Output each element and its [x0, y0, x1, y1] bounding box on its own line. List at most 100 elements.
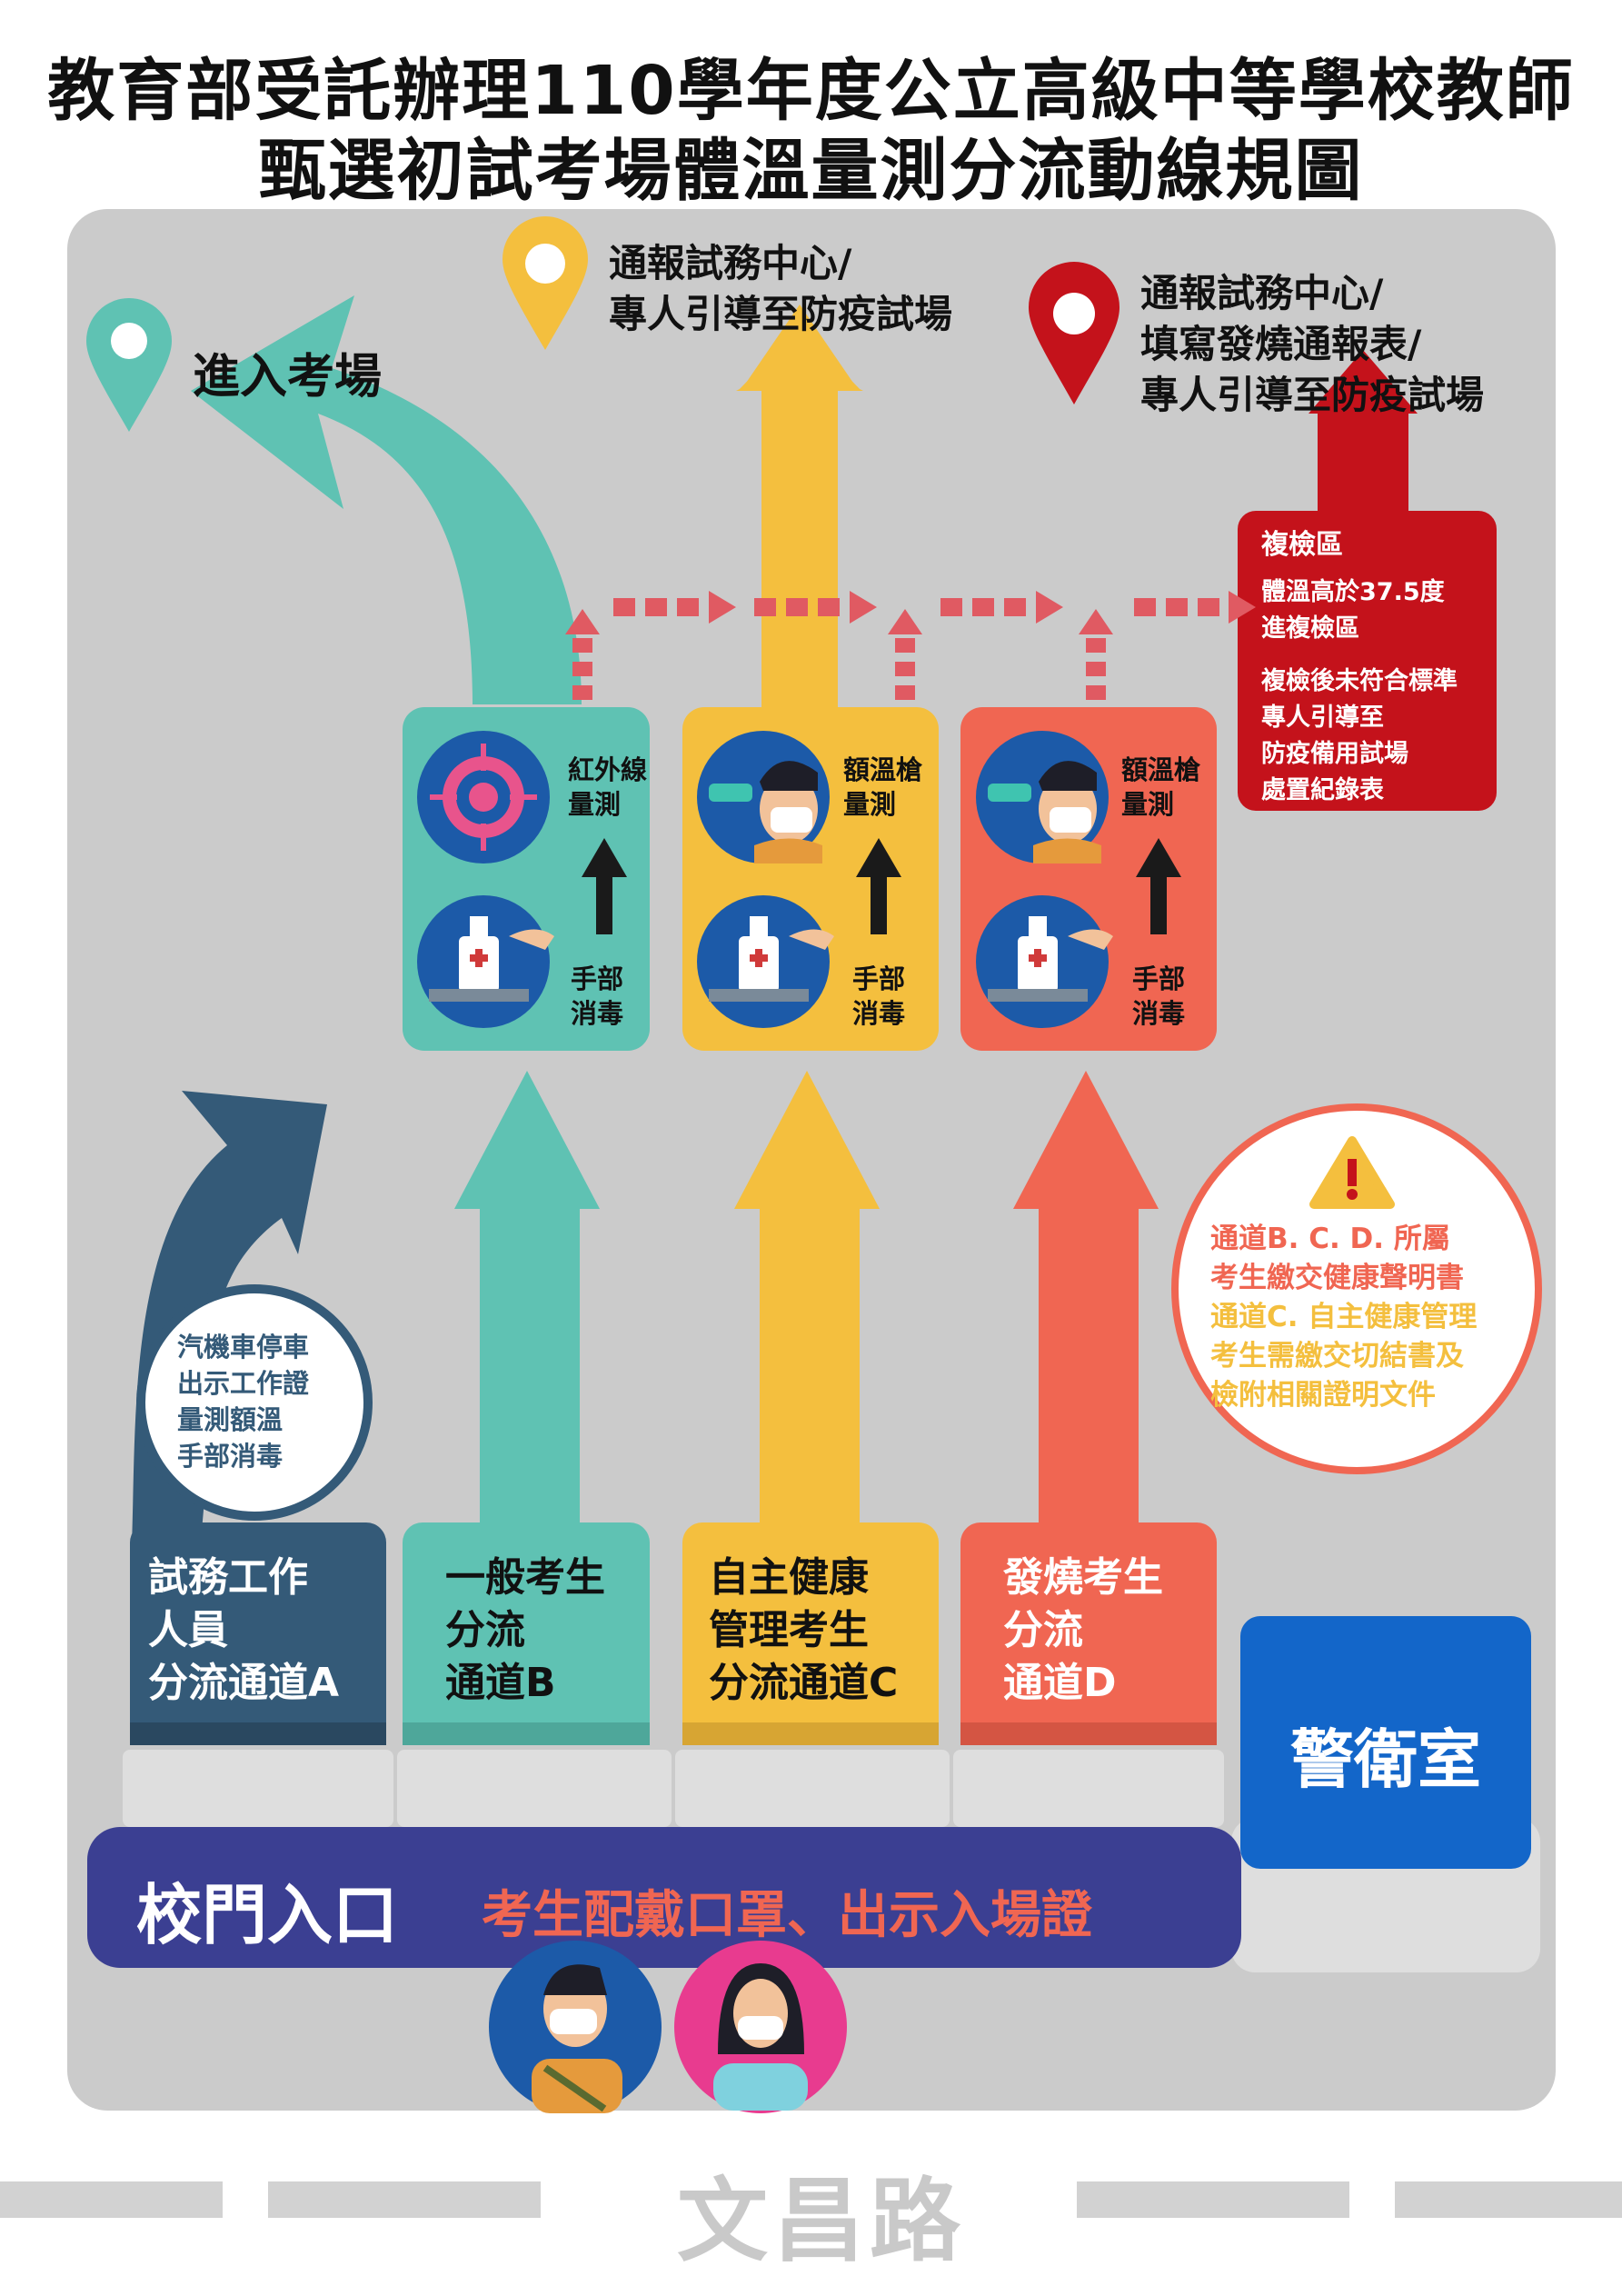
lane-a-line2: 人員 — [148, 1607, 228, 1653]
lane-d-box — [960, 1522, 1217, 1745]
lane-d-arrow-shaft — [1039, 1191, 1139, 1545]
red-location-pin-icon — [1029, 262, 1119, 404]
forehead-thermometer-icon-1 — [697, 731, 830, 863]
hand-sanitizer-icon-3 — [976, 895, 1113, 1028]
recheck-line1: 體溫高於37.5度 — [1261, 578, 1445, 606]
teal-measure-line2: 量測 — [568, 789, 622, 820]
gate-bar — [87, 1827, 1241, 1968]
teal-location-pin-icon — [86, 298, 172, 432]
road-name: 文昌路 — [677, 2168, 966, 2274]
lane-c-line2: 管理考生 — [709, 1607, 869, 1653]
female-candidate-avatar — [674, 1941, 847, 2113]
yellow-destination-line1: 通報試務中心/ — [609, 241, 852, 285]
yellow-measure-line2: 量測 — [843, 789, 897, 820]
warning-icon — [1309, 1136, 1395, 1209]
red-destination-line2: 填寫發燒通報表/ — [1140, 322, 1422, 366]
yellow-arrow-head — [738, 327, 861, 391]
lane-d-line1: 發燒考生 — [1003, 1554, 1163, 1601]
red-sanitize-label: 手部 消毒 — [1132, 962, 1185, 1031]
darkred-arrow-head — [1309, 350, 1418, 414]
red-sanitize-line1: 手部 — [1132, 963, 1186, 994]
lane-d-label: 發燒考生 分流 通道D — [1003, 1552, 1163, 1710]
lane-a-line1: 試務工作 — [148, 1554, 308, 1601]
lane-a-label: 試務工作 人員 分流通道A — [148, 1552, 339, 1710]
staff-note-line3: 量測額溫 — [177, 1404, 284, 1435]
recheck-line2: 進複檢區 — [1261, 614, 1359, 643]
red-measure-label: 額溫槍 量測 — [1121, 753, 1200, 822]
lane-a-line3: 分流通道A — [148, 1660, 340, 1706]
staff-note-line2: 出示工作證 — [177, 1368, 310, 1399]
guard-room — [1240, 1616, 1531, 1869]
red-destination-line1: 通報試務中心/ — [1140, 271, 1384, 315]
forehead-thermometer-icon-2 — [976, 731, 1109, 863]
hand-sanitizer-icon-1 — [417, 895, 554, 1028]
recheck-line3: 複檢後未符合標準 — [1261, 667, 1458, 695]
lane-c-label: 自主健康 管理考生 分流通道C — [709, 1552, 898, 1710]
lane-b-arrow-head — [454, 1071, 600, 1209]
lane-c-line1: 自主健康 — [709, 1554, 869, 1601]
lane-b-line2: 分流 — [445, 1607, 525, 1653]
road-dashes — [0, 2181, 1622, 2218]
recheck-line4: 專人引導至 — [1261, 704, 1384, 732]
lane-c-line3: 分流通道C — [709, 1660, 899, 1706]
lane-b-arrow-shaft — [480, 1191, 580, 1545]
yellow-measure-label: 額溫槍 量測 — [843, 753, 922, 822]
teal-sanitize-line2: 消毒 — [571, 998, 624, 1029]
darkred-arrow-shaft — [1318, 409, 1408, 518]
notice-line4: 考生需繳交切結書及 — [1210, 1340, 1464, 1373]
notice-text: 通道B. C. D. 所屬 考生繳交健康聲明書 通道C. 自主健康管理 考生需繳… — [1210, 1220, 1510, 1415]
notice-line2: 考生繳交健康聲明書 — [1210, 1262, 1464, 1294]
red-measure-line2: 量測 — [1121, 789, 1175, 820]
staff-note: 汽機車停車 出示工作證 量測額溫 手部消毒 — [177, 1329, 341, 1474]
title-line2: 甄選初試考場體溫量測分流動線規圖 — [258, 132, 1364, 210]
yellow-destination-label: 通報試務中心/ 專人引導至防疫試場 — [609, 238, 952, 340]
recheck-line5: 防疫備用試場 — [1261, 740, 1408, 768]
red-sanitize-line2: 消毒 — [1132, 998, 1186, 1029]
recheck-text: 複檢區 體溫高於37.5度 進複檢區 複檢後未符合標準 專人引導至 防疫備用試場… — [1261, 527, 1458, 809]
lane-a-box — [130, 1522, 386, 1745]
lane-b-line3: 通道B — [445, 1660, 556, 1706]
recheck-title: 複檢區 — [1261, 529, 1343, 561]
gate-pillars — [123, 1750, 1224, 1827]
lane-b-line1: 一般考生 — [445, 1554, 605, 1601]
lane-d-arrow-head — [1013, 1071, 1159, 1209]
gate-label: 校門入口 — [136, 1877, 399, 1953]
teal-curved-arrow — [191, 295, 582, 704]
red-destination-line3: 專人引導至防疫試場 — [1140, 373, 1485, 417]
teal-measure-label: 紅外線 量測 — [568, 753, 647, 822]
infrared-target-icon — [417, 731, 550, 863]
teal-sanitize-line1: 手部 — [571, 963, 624, 994]
teal-sanitize-label: 手部 消毒 — [571, 962, 623, 1031]
lane-c-box — [682, 1522, 939, 1745]
red-measure-line1: 額溫槍 — [1121, 754, 1201, 785]
title-line1: 教育部受託辦理110學年度公立高級中等學校教師 — [47, 52, 1575, 130]
guard-room-label: 警衛室 — [1290, 1722, 1481, 1797]
notice-line5: 檢附相關證明文件 — [1210, 1379, 1436, 1412]
hand-sanitizer-icon-2 — [697, 895, 834, 1028]
yellow-destination-line2: 專人引導至防疫試場 — [609, 292, 953, 336]
yellow-location-pin-icon — [503, 216, 588, 350]
lane-d-line3: 通道D — [1003, 1660, 1117, 1706]
yellow-sanitize-line1: 手部 — [852, 963, 906, 994]
notice-line1: 通道B. C. D. 所屬 — [1210, 1223, 1450, 1255]
staff-note-circle — [136, 1284, 373, 1521]
dashed-connectors — [565, 591, 1256, 700]
recheck-line6: 處置紀錄表 — [1261, 776, 1384, 804]
notice-line3: 通道C. 自主健康管理 — [1210, 1301, 1478, 1333]
lane-b-label: 一般考生 分流 通道B — [445, 1552, 605, 1710]
yellow-sanitize-label: 手部 消毒 — [852, 962, 905, 1031]
enter-exam-room-label: 進入考場 — [193, 350, 383, 404]
gate-instruction: 考生配戴口罩、出示入場證 — [482, 1886, 1092, 1945]
lane-c-arrow-shaft — [760, 1191, 860, 1545]
lane-d-line2: 分流 — [1003, 1607, 1083, 1653]
lane-c-arrow-head — [734, 1071, 880, 1209]
teal-measure-line1: 紅外線 — [568, 754, 648, 785]
staff-note-line4: 手部消毒 — [177, 1441, 284, 1472]
lane-b-box — [403, 1522, 650, 1745]
staff-note-line1: 汽機車停車 — [177, 1332, 310, 1363]
station-up-arrows — [582, 838, 1181, 934]
notice-circle — [1171, 1103, 1542, 1474]
recheck-box — [1238, 511, 1497, 811]
yellow-sanitize-line2: 消毒 — [852, 998, 906, 1029]
